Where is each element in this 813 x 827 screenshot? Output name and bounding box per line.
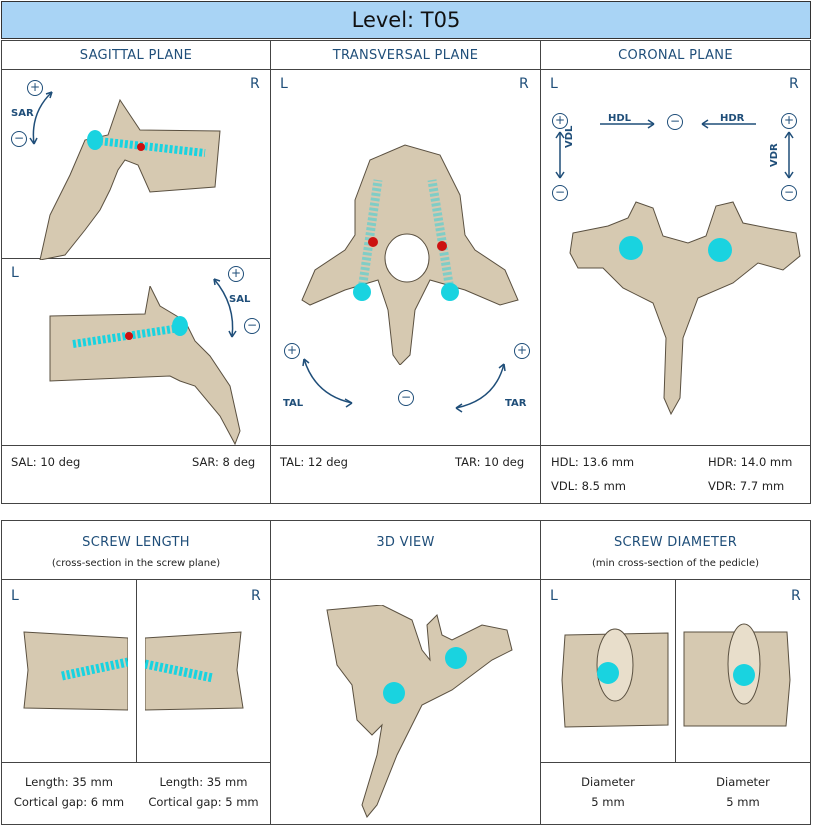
sal-value: SAL: 10 deg bbox=[11, 455, 81, 469]
hdl-value: HDL: 13.6 mm bbox=[551, 455, 635, 469]
left-diameter-value: 5 mm bbox=[591, 795, 625, 809]
sal-arrow-icon bbox=[213, 278, 237, 338]
sar-arrow-icon bbox=[29, 91, 53, 145]
vdr-value: VDR: 7.7 mm bbox=[708, 479, 785, 493]
tar-label: TAR bbox=[505, 398, 527, 409]
tar-value: TAR: 10 deg bbox=[455, 455, 525, 469]
vdr-arrow-icon bbox=[784, 131, 794, 179]
sal-minus-button[interactable]: − bbox=[244, 318, 260, 334]
right-diameter-label: Diameter bbox=[716, 775, 770, 789]
screw-length-right-image bbox=[145, 631, 244, 711]
tar-arrow-icon bbox=[455, 363, 506, 413]
sar-label: SAR bbox=[11, 108, 34, 119]
vdl-minus-button[interactable]: − bbox=[552, 185, 568, 201]
tal-arrow-icon bbox=[302, 358, 353, 408]
sagittal-top-vertebra-image bbox=[39, 98, 221, 260]
left-cortical-gap: Cortical gap: 6 mm bbox=[13, 795, 125, 809]
vdl-arrow-icon bbox=[555, 131, 565, 179]
sagittal-top-right-label: R bbox=[250, 76, 260, 92]
sar-minus-button[interactable]: − bbox=[11, 131, 27, 147]
screw-length-left-label: L bbox=[11, 588, 19, 604]
screw-diameter-header: SCREW DIAMETER bbox=[613, 535, 738, 550]
hdr-arrow-icon bbox=[701, 119, 756, 129]
screw-diameter-right-label: R bbox=[791, 588, 801, 604]
transversal-left-label: L bbox=[280, 76, 288, 92]
sal-plus-button[interactable]: + bbox=[228, 266, 244, 282]
screw-diameter-right-image bbox=[683, 623, 791, 727]
screw-length-right-label: R bbox=[251, 588, 261, 604]
right-diameter-value: 5 mm bbox=[726, 795, 760, 809]
hdl-arrow-icon bbox=[600, 119, 655, 129]
sar-plus-button[interactable]: + bbox=[27, 80, 43, 96]
view3d-vertebra-image bbox=[326, 605, 513, 818]
tal-value: TAL: 12 deg bbox=[280, 455, 348, 469]
sar-value: SAR: 8 deg bbox=[192, 455, 256, 469]
sagittal-bottom-left-label: L bbox=[11, 265, 19, 281]
left-diameter-label: Diameter bbox=[581, 775, 635, 789]
transversal-vertebra-image bbox=[301, 144, 519, 365]
screw-length-left-image bbox=[23, 631, 128, 711]
left-screw-length: Length: 35 mm bbox=[25, 775, 113, 789]
coronal-left-label: L bbox=[550, 76, 558, 92]
right-screw-length: Length: 35 mm bbox=[159, 775, 248, 789]
vdl-label: VDL bbox=[564, 125, 575, 148]
sagittal-bottom-vertebra-image bbox=[49, 286, 241, 446]
level-title: Level: T05 bbox=[1, 1, 811, 39]
vdl-plus-button[interactable]: + bbox=[552, 113, 568, 129]
right-cortical-gap: Cortical gap: 5 mm bbox=[148, 795, 259, 809]
vdr-label: VDR bbox=[769, 143, 780, 167]
coronal-minus-button[interactable]: − bbox=[667, 114, 683, 130]
transversal-right-label: R bbox=[519, 76, 529, 92]
coronal-header: CORONAL PLANE bbox=[618, 48, 733, 63]
screw-diameter-subheader: (min cross-section of the pedicle) bbox=[591, 558, 760, 569]
screw-length-header: SCREW LENGTH bbox=[82, 535, 190, 550]
hdl-label: HDL bbox=[608, 113, 632, 124]
transversal-header: TRANSVERSAL PLANE bbox=[332, 48, 479, 63]
sal-label: SAL bbox=[229, 294, 251, 305]
screw-length-subheader: (cross-section in the screw plane) bbox=[51, 558, 221, 569]
coronal-right-label: R bbox=[789, 76, 799, 92]
tal-label: TAL bbox=[283, 398, 304, 409]
hdr-value: HDR: 14.0 mm bbox=[708, 455, 793, 469]
view3d-header: 3D VIEW bbox=[376, 535, 435, 550]
screw-diameter-left-image bbox=[561, 628, 669, 728]
sagittal-header: SAGITTAL PLANE bbox=[79, 48, 193, 63]
hdr-label: HDR bbox=[720, 113, 745, 124]
tar-plus-button[interactable]: + bbox=[514, 343, 530, 359]
coronal-vertebra-image bbox=[569, 201, 801, 416]
vdr-minus-button[interactable]: − bbox=[781, 185, 797, 201]
vdr-plus-button[interactable]: + bbox=[781, 113, 797, 129]
screw-diameter-left-label: L bbox=[550, 588, 558, 604]
tal-plus-button[interactable]: + bbox=[284, 343, 300, 359]
transversal-minus-button[interactable]: − bbox=[398, 390, 414, 406]
vdl-value: VDL: 8.5 mm bbox=[551, 479, 627, 493]
